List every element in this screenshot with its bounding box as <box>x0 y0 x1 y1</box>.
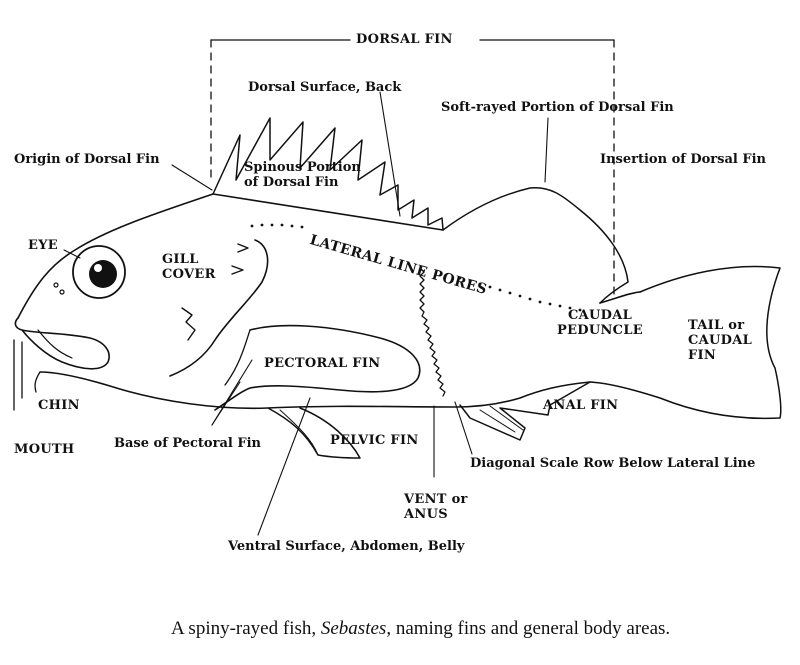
label-diagonal-scale-row: Diagonal Scale Row Below Lateral Line <box>470 456 756 471</box>
label-spinous-portion: Spinous Portion of Dorsal Fin <box>244 160 361 190</box>
label-chin: CHIN <box>38 398 80 413</box>
label-vent-or-anus: VENT or ANUS <box>404 492 468 522</box>
label-pectoral-fin: PECTORAL FIN <box>264 356 381 371</box>
jaw-line <box>34 371 41 393</box>
lateral-line-pores <box>250 223 582 312</box>
leader-lines <box>63 91 549 536</box>
anal-fin <box>459 381 591 441</box>
tail-fin <box>589 265 782 420</box>
label-pelvic-fin: PELVIC FIN <box>330 433 419 448</box>
soft-dorsal-fin <box>442 187 629 304</box>
label-ventral-surface: Ventral Surface, Abdomen, Belly <box>228 539 465 554</box>
eye-outline <box>72 245 126 299</box>
label-tail-caudal-fin: TAIL or CAUDAL FIN <box>688 318 753 363</box>
label-gill-cover: GILL COVER <box>162 252 216 282</box>
label-caudal-peduncle: CAUDAL PEDUNCLE <box>557 308 643 338</box>
spinous-dorsal-fin <box>212 117 444 231</box>
figure-caption: A spiny-rayed fish, Sebastes, naming fin… <box>171 618 671 639</box>
dorsal-fin-bracket <box>210 39 615 301</box>
caption-genus: Sebastes <box>320 618 387 639</box>
pelvic-fin <box>267 407 361 459</box>
label-soft-rayed-portion: Soft-rayed Portion of Dorsal Fin <box>441 100 674 115</box>
label-insertion-of-dorsal-fin: Insertion of Dorsal Fin <box>600 152 766 167</box>
label-mouth: MOUTH <box>14 442 75 457</box>
peduncle-top <box>599 291 641 304</box>
belly-line <box>39 371 591 410</box>
mouth-outline <box>14 317 110 370</box>
body-outline-head <box>17 193 214 319</box>
label-eye: EYE <box>28 238 58 253</box>
label-origin-of-dorsal-fin: Origin of Dorsal Fin <box>14 152 160 167</box>
eye-pupil <box>89 260 117 288</box>
pectoral-fin <box>214 324 421 411</box>
back-line <box>212 193 444 231</box>
label-dorsal-surface: Dorsal Surface, Back <box>248 80 402 95</box>
gill-cover <box>169 239 269 377</box>
label-base-of-pectoral-fin: Base of Pectoral Fin <box>114 436 261 451</box>
diagonal-scale-row <box>419 267 446 397</box>
label-anal-fin: ANAL FIN <box>543 398 619 413</box>
label-dorsal-fin: DORSAL FIN <box>356 32 453 47</box>
